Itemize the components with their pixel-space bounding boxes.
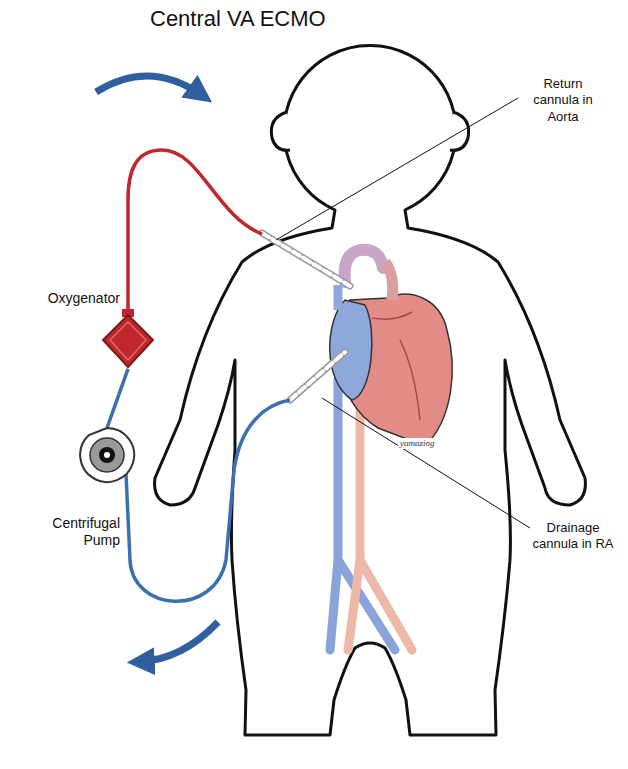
component-label: Centrifugal Pump (40, 515, 174, 549)
component-label: Oxygenator (40, 290, 216, 307)
venous-tubing (126, 400, 290, 601)
cannulas (262, 233, 350, 400)
pump-node: Centrifugal Pump (40, 425, 174, 549)
ear-right (450, 112, 469, 150)
oxygenator-diamond (98, 309, 158, 369)
leader-line (322, 398, 530, 528)
venous-tubing-link (107, 369, 128, 428)
child-outline (155, 45, 586, 735)
flow-arrow (96, 76, 203, 96)
callout-label: Drainage cannula in RA (532, 520, 614, 553)
heart (330, 250, 452, 446)
oxygenator-node: Oxygenator (40, 290, 216, 369)
callout-label: Return cannula in Aorta (522, 76, 604, 125)
artist-signature: yamazing (398, 438, 437, 449)
flow-arrow (138, 622, 218, 662)
ear-left (271, 112, 290, 150)
arterial-tubing (128, 150, 262, 318)
diagram-title: Central VA ECMO (150, 6, 326, 32)
pump-symbol (77, 425, 137, 485)
leader-line (276, 98, 518, 240)
